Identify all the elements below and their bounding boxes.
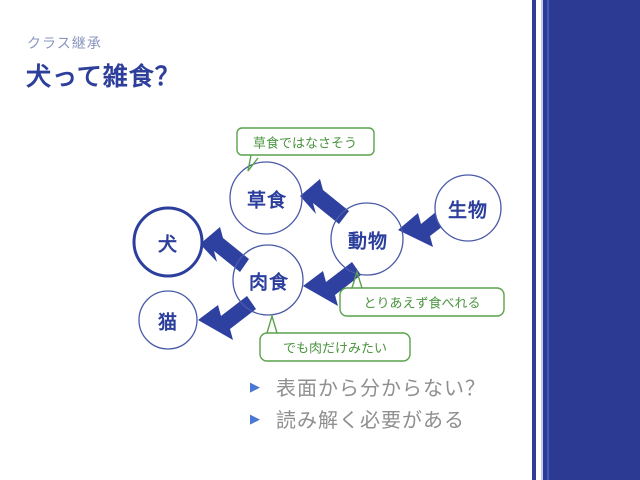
- callout-box-nikusyo[interactable]: [259, 313, 411, 362]
- bullet-triangle-icon: ▶: [250, 378, 260, 394]
- arrow-nikusyo-to-inu: [200, 227, 249, 272]
- arrow-nikusyo-to-neko: [198, 296, 256, 340]
- bullet-label-1: 表面から分からない？: [276, 377, 486, 400]
- bullet-item-1[interactable]: ▶ 表面から分からない？: [250, 370, 520, 402]
- callout-group: [236, 127, 505, 362]
- node-circle-sousyo[interactable]: [229, 161, 303, 235]
- callout-box-doubutsu[interactable]: [339, 269, 505, 317]
- bullet-triangle-icon: ▶: [250, 410, 260, 426]
- node-circle-nikusyo[interactable]: [232, 244, 304, 316]
- callout-rect-nikusyo: [259, 332, 411, 362]
- bullet-label-2: 読み解く必要がある: [276, 409, 465, 432]
- callout-tail-sousyo: [247, 154, 259, 172]
- callout-tail-doubutsu: [351, 269, 363, 289]
- callout-rect-sousyo: [236, 127, 375, 156]
- node-circle-doubutsu[interactable]: [330, 202, 404, 276]
- edge-bar-dark: [532, 0, 536, 480]
- edge-bar-gap: [536, 0, 541, 480]
- bullet-list: ▶ 表面から分からない？ ▶ 読み解く必要がある: [250, 370, 520, 434]
- node-circle-inu[interactable]: [132, 206, 204, 278]
- callout-box-sousyo[interactable]: [236, 127, 375, 172]
- edge-bar-accent-line: [547, 0, 549, 480]
- node-circle-neko[interactable]: [138, 290, 198, 350]
- callout-tail-nikusyo: [266, 313, 278, 334]
- edge-bar-main-panel: [543, 0, 640, 480]
- node-circle-seibutsu[interactable]: [434, 174, 502, 242]
- slide-kicker: クラス継承: [27, 35, 102, 51]
- arrow-doubutsu-to-nikusyo: [303, 262, 361, 306]
- edge-bar-light: [541, 0, 543, 480]
- arrow-doubutsu-to-sousyo: [300, 179, 349, 224]
- node-circle-group: [132, 161, 502, 350]
- page-title: 犬って雑食？: [26, 63, 181, 91]
- bullet-item-2[interactable]: ▶ 読み解く必要がある: [250, 402, 520, 434]
- callout-rect-doubutsu: [339, 287, 505, 317]
